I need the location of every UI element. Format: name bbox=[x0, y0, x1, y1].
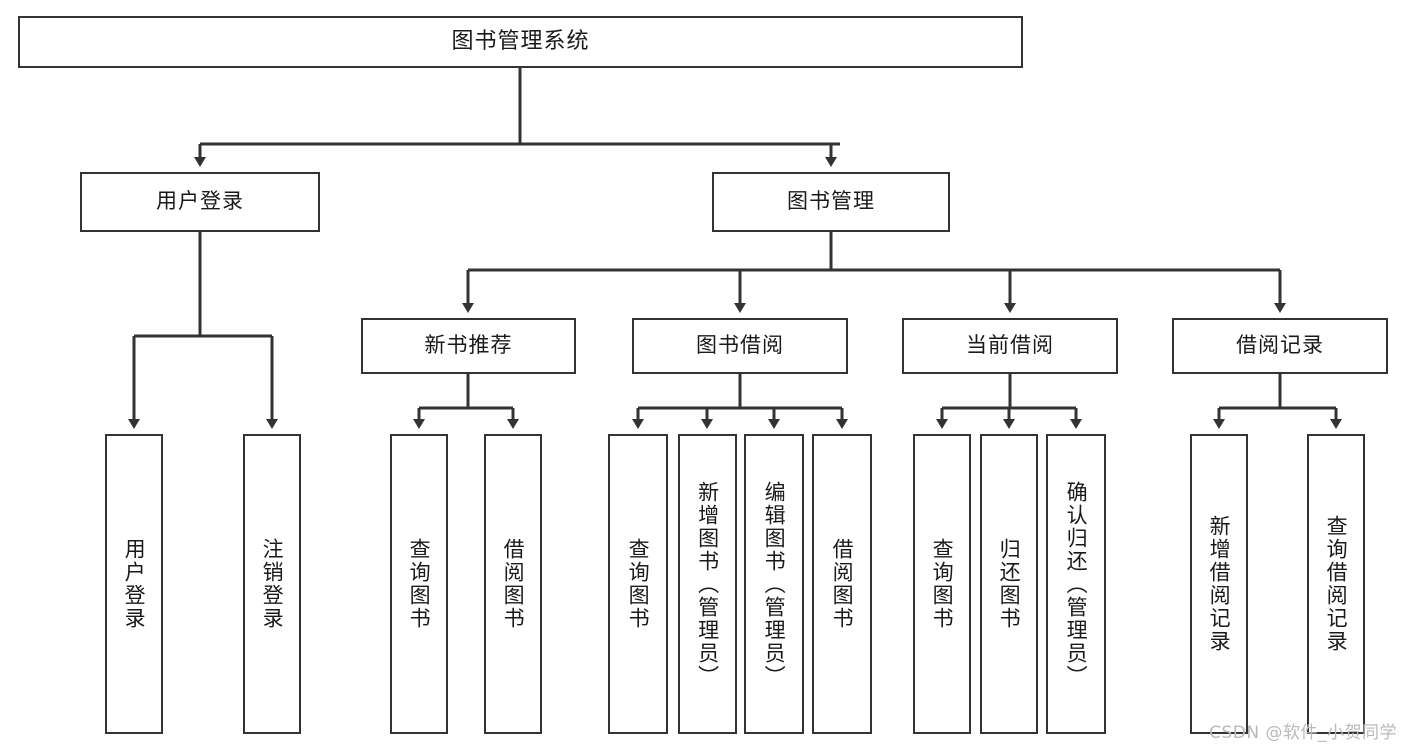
node-label: 当前借阅 bbox=[966, 333, 1054, 358]
node-label: 图书管理 bbox=[787, 189, 875, 214]
node-book-borrow[interactable]: 图书借阅 bbox=[632, 318, 848, 374]
node-leaf-query-borrow-record[interactable]: 查询借阅记录 bbox=[1307, 434, 1365, 734]
watermark-text: CSDN @软件_小贺同学 bbox=[1209, 723, 1397, 743]
node-label: 新增借阅记录 bbox=[1207, 515, 1232, 653]
edge-book-manage-to-level3 bbox=[462, 232, 1286, 313]
node-label: 编辑图书（管理员） bbox=[762, 480, 787, 688]
node-label: 借阅图书 bbox=[501, 538, 526, 630]
node-leaf-user-login[interactable]: 用户登录 bbox=[105, 434, 163, 734]
node-book-management[interactable]: 图书管理 bbox=[712, 172, 950, 232]
node-leaf-user-logout[interactable]: 注销登录 bbox=[243, 434, 301, 734]
edge-book-borrow-to-leaves bbox=[632, 374, 848, 429]
node-leaf-query-book-borrow[interactable]: 查询图书 bbox=[608, 434, 668, 734]
node-new-book-recommend[interactable]: 新书推荐 bbox=[361, 318, 576, 374]
node-leaf-query-book-current[interactable]: 查询图书 bbox=[913, 434, 971, 734]
edge-root-to-level2 bbox=[194, 68, 840, 167]
node-label: 注销登录 bbox=[260, 538, 285, 630]
node-root-book-management-system[interactable]: 图书管理系统 bbox=[18, 16, 1023, 68]
node-label: 查询借阅记录 bbox=[1324, 515, 1349, 653]
node-label: 新增图书（管理员） bbox=[695, 480, 720, 688]
node-label: 用户登录 bbox=[122, 538, 147, 630]
node-label: 查询图书 bbox=[626, 538, 651, 630]
node-label: 用户登录 bbox=[156, 189, 244, 214]
node-label: 确认归还（管理员） bbox=[1064, 480, 1089, 688]
node-borrow-record[interactable]: 借阅记录 bbox=[1172, 318, 1388, 374]
node-current-borrow[interactable]: 当前借阅 bbox=[902, 318, 1118, 374]
node-label: 归还图书 bbox=[997, 538, 1022, 630]
node-leaf-edit-book-admin[interactable]: 编辑图书（管理员） bbox=[744, 434, 804, 734]
edge-borrow-record-to-leaves bbox=[1213, 374, 1342, 429]
node-label: 查询图书 bbox=[930, 538, 955, 630]
node-label: 新书推荐 bbox=[424, 333, 513, 358]
node-leaf-confirm-return-admin[interactable]: 确认归还（管理员） bbox=[1046, 434, 1106, 734]
node-user-login[interactable]: 用户登录 bbox=[80, 172, 320, 232]
node-label: 借阅图书 bbox=[830, 538, 855, 630]
node-leaf-add-borrow-record[interactable]: 新增借阅记录 bbox=[1190, 434, 1248, 734]
edge-current-borrow-to-leaves bbox=[936, 374, 1082, 429]
node-leaf-add-book-admin[interactable]: 新增图书（管理员） bbox=[678, 434, 737, 734]
node-leaf-query-book-recommend[interactable]: 查询图书 bbox=[390, 434, 448, 734]
node-label: 借阅记录 bbox=[1236, 333, 1324, 358]
node-leaf-borrow-book-recommend[interactable]: 借阅图书 bbox=[484, 434, 542, 734]
node-label: 图书管理系统 bbox=[451, 28, 590, 54]
node-leaf-borrow-book[interactable]: 借阅图书 bbox=[812, 434, 872, 734]
edge-user-login-to-leaves bbox=[128, 232, 278, 429]
node-leaf-return-book[interactable]: 归还图书 bbox=[980, 434, 1038, 734]
node-label: 查询图书 bbox=[407, 538, 432, 630]
node-label: 图书借阅 bbox=[696, 333, 784, 358]
edge-new-book-recommend-to-leaves bbox=[413, 374, 519, 429]
